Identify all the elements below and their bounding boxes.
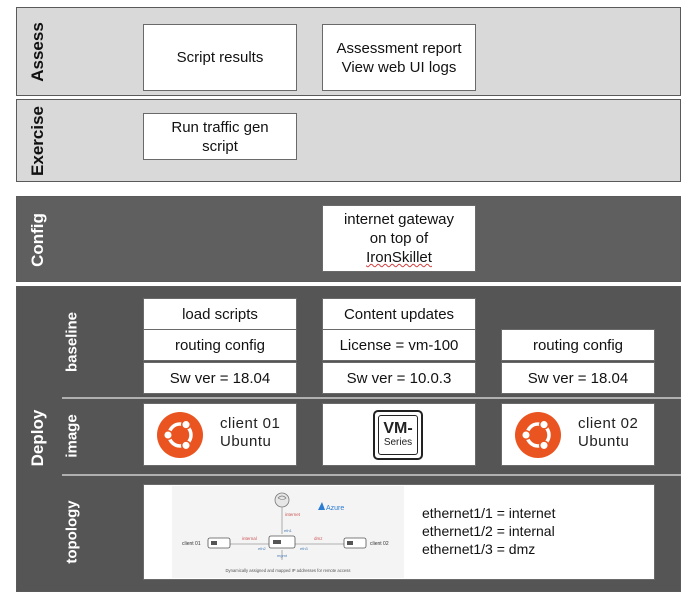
topo-dmz-label: dmz [314,536,323,541]
routing-config-text-1: routing config [174,336,266,354]
sw-ver-box-1: Sw ver = 18.04 [143,362,297,394]
azure-logo-icon [318,502,325,510]
license-box: License = vm-100 [322,329,476,361]
topo-internet-label: internet [285,512,301,517]
topo-eth1-label: eth1 [284,528,293,533]
topology-box: Azure client 01 client 02 internet inter… [143,484,655,580]
client01-os-label: client 01 Ubuntu [220,415,280,451]
gateway-line2: on top of [369,230,429,247]
client02-image-box: client 02 Ubuntu [501,403,655,466]
license-text: License = vm-100 [339,336,459,354]
assess-label: Assess [28,22,47,82]
vm-series-logo-text1: VM- [383,420,413,437]
deploy-label: Deploy [28,409,47,467]
internet-gateway-box: internet gateway on top of IronSkillet [322,205,476,272]
topo-client01-label: client 01 [182,541,201,547]
config-label: Config [28,213,47,267]
routing-config-box-1: routing config [143,329,297,361]
internet-globe-icon [274,492,290,508]
gateway-line1: internet gateway [343,211,455,228]
image-label: image [63,414,81,458]
content-updates-text: Content updates [343,305,455,323]
baseline-image-divider [62,397,681,399]
firewall-device-icon [268,535,296,549]
sw-ver-text-2: Sw ver = 10.0.3 [346,369,452,387]
azure-label: Azure [326,505,344,512]
traffic-gen-box: Run traffic gen script [143,113,297,160]
interface-line-1: ethernet1/1 = internet [422,505,556,521]
interface-line-2: ethernet1/2 = internal [422,523,555,539]
vm-series-image-box: VM- Series [322,403,476,466]
routing-config-text-3: routing config [532,336,624,354]
interface-line-3: ethernet1/3 = dmz [422,541,536,557]
image-topology-divider [62,474,681,476]
topology-label: topology [63,500,81,564]
script-results-box: Script results [143,24,297,91]
exercise-label: Exercise [28,106,47,176]
sw-ver-text-3: Sw ver = 18.04 [527,369,629,387]
script-results-text: Script results [176,49,264,66]
topo-mgmt-label: mgmt [277,553,288,558]
view-logs-text: View web UI logs [341,58,457,76]
sw-ver-box-3: Sw ver = 18.04 [501,362,655,394]
ubuntu-logo-icon-2 [515,412,561,458]
sw-ver-box-2: Sw ver = 10.0.3 [322,362,476,394]
traffic-gen-line1: Run traffic gen [171,118,269,136]
vm-series-logo-icon: VM- Series [373,410,423,460]
sw-ver-text-1: Sw ver = 18.04 [169,369,271,387]
client01-name: client 01 [220,415,281,432]
client01-device-icon [207,537,231,549]
topo-client02-label: client 02 [370,541,389,547]
gateway-line3: IronSkillet [366,249,432,266]
assessment-report-text: Assessment report [336,39,462,57]
topo-eth2-label: eth2 [258,546,267,551]
client02-name: client 02 [578,415,639,432]
topology-diagram: Azure client 01 client 02 internet inter… [172,486,404,578]
vm-series-logo-text2: Series [383,437,413,448]
assessment-report-box: Assessment report View web UI logs [322,24,476,91]
load-scripts-text: load scripts [182,305,258,323]
routing-config-box-3: routing config [501,329,655,361]
ubuntu-logo-icon [157,412,203,458]
topo-eth3-label: eth3 [300,546,309,551]
client01-os: Ubuntu [220,433,272,450]
client02-os: Ubuntu [578,433,630,450]
traffic-gen-line2: script [202,137,238,155]
exercise-band [16,99,681,182]
topo-internal-label: internal [242,536,257,541]
baseline-label: baseline [63,311,81,373]
client01-image-box: client 01 Ubuntu [143,403,297,466]
topo-caption: Dynamically assigned and mapped IP addre… [226,568,351,573]
content-updates-box: Content updates [322,298,476,330]
load-scripts-box: load scripts [143,298,297,330]
topology-interface-list: ethernet1/1 = internet ethernet1/2 = int… [422,504,556,558]
client02-device-icon [343,537,367,549]
client02-os-label: client 02 Ubuntu [578,415,638,451]
